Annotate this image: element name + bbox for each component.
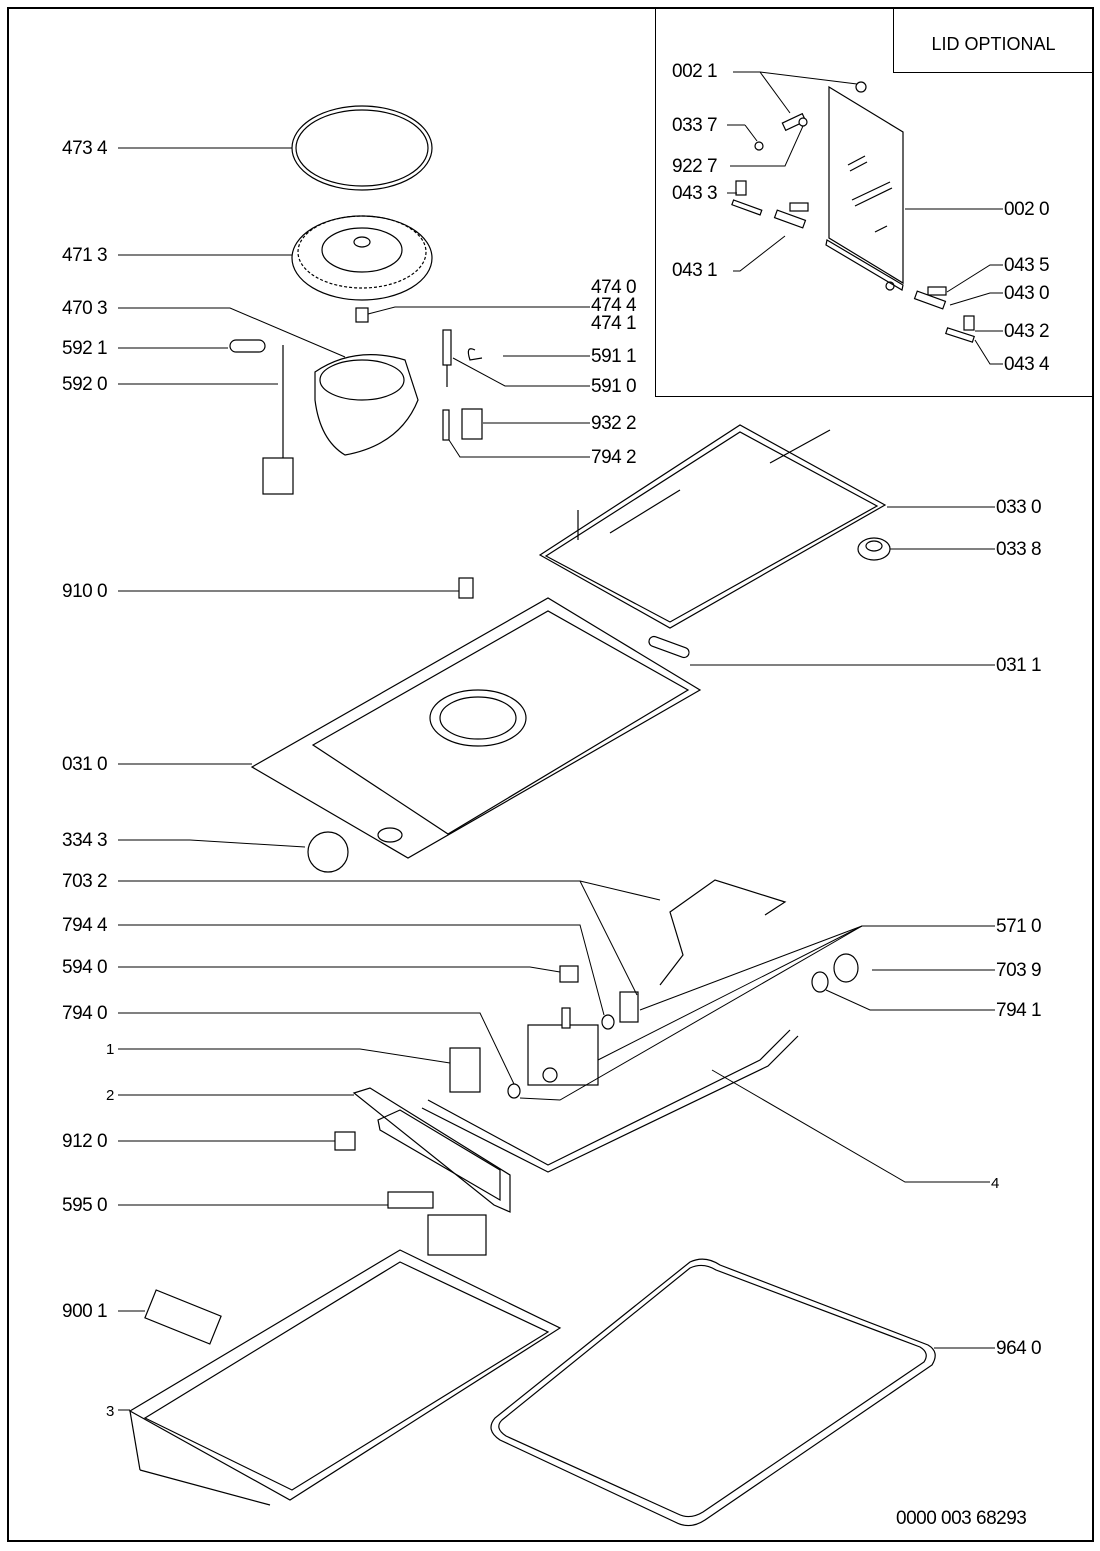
part-label-2: 2 xyxy=(106,1087,114,1104)
bottom-tray-part xyxy=(128,1249,562,1506)
part-label-471-3: 471 3 xyxy=(62,245,108,266)
part-label-031-1: 031 1 xyxy=(996,655,1042,676)
hob-top-plate-part xyxy=(250,597,702,859)
part-label-043-0: 043 0 xyxy=(1004,283,1050,304)
part-label-1: 1 xyxy=(106,1041,114,1058)
part-label-794-1: 794 1 xyxy=(996,1000,1042,1021)
part-label-474-0: 474 0 xyxy=(591,277,637,298)
part-label-591-0: 591 0 xyxy=(591,376,637,397)
part-label-002-1: 002 1 xyxy=(672,61,718,82)
control-knob-part xyxy=(307,831,349,873)
part-label-900-1: 900 1 xyxy=(62,1301,108,1322)
thermocouple-part xyxy=(229,339,294,495)
part-label-910-0: 910 0 xyxy=(62,581,108,602)
lid-hinge-parts xyxy=(731,81,975,343)
part-label-043-2: 043 2 xyxy=(1004,321,1050,342)
part-label-031-0: 031 0 xyxy=(62,754,108,775)
part-label-591-1: 591 1 xyxy=(591,346,637,367)
burner-cap-part xyxy=(291,105,433,191)
lid-optional-title-box xyxy=(893,7,1094,73)
gas-inlet-pipe-part xyxy=(421,1029,799,1173)
gas-pipe-part xyxy=(659,879,787,986)
part-label-794-2: 794 2 xyxy=(591,447,637,468)
part-label-912-0: 912 0 xyxy=(62,1131,108,1152)
part-label-043-4: 043 4 xyxy=(1004,354,1050,375)
ignition-electrode-part xyxy=(442,329,483,441)
document-number: 0000 003 68293 xyxy=(896,1508,1027,1529)
part-label-4: 4 xyxy=(991,1175,999,1192)
part-label-594-0: 594 0 xyxy=(62,957,108,978)
burner-injector-part xyxy=(355,307,369,323)
part-label-043-1: 043 1 xyxy=(672,260,718,281)
ignition-module-part xyxy=(387,1191,487,1256)
part-label-3: 3 xyxy=(106,1403,114,1420)
screw-part xyxy=(458,577,474,599)
part-label-470-3: 470 3 xyxy=(62,298,108,319)
part-label-474-1: 474 1 xyxy=(591,313,637,334)
part-label-033-0: 033 0 xyxy=(996,497,1042,518)
gas-valve-part xyxy=(507,965,639,1099)
part-label-592-0: 592 0 xyxy=(62,374,108,395)
part-label-033-7: 033 7 xyxy=(672,115,718,136)
part-label-703-2: 703 2 xyxy=(62,871,108,892)
part-label-703-9: 703 9 xyxy=(996,960,1042,981)
part-label-033-8: 033 8 xyxy=(996,539,1042,560)
part-label-932-2: 932 2 xyxy=(591,413,637,434)
drawing-frame xyxy=(7,7,1094,1542)
sealing-gasket-part xyxy=(490,1258,936,1527)
part-label-474-4: 474 4 xyxy=(591,295,637,316)
leader-lines xyxy=(118,71,1003,1411)
burner-crown-part xyxy=(291,215,433,301)
part-label-964-0: 964 0 xyxy=(996,1338,1042,1359)
part-label-794-4: 794 4 xyxy=(62,915,108,936)
burner-base-part xyxy=(314,354,419,456)
part-label-043-5: 043 5 xyxy=(1004,255,1050,276)
glass-lid-part xyxy=(825,85,904,291)
lid-optional-panel xyxy=(655,7,1094,397)
lid-optional-title: LID OPTIONAL xyxy=(931,34,1056,54)
part-label-002-0: 002 0 xyxy=(1004,199,1050,220)
pan-support-foot-part xyxy=(857,537,891,561)
bracket-part xyxy=(449,1047,481,1093)
screw-912-part xyxy=(334,1131,356,1151)
part-label-592-1: 592 1 xyxy=(62,338,108,359)
part-label-473-4: 473 4 xyxy=(62,138,108,159)
part-label-043-3: 043 3 xyxy=(672,183,718,204)
part-label-571-0: 571 0 xyxy=(996,916,1042,937)
part-label-794-0: 794 0 xyxy=(62,1003,108,1024)
part-label-922-7: 922 7 xyxy=(672,156,718,177)
part-label-595-0: 595 0 xyxy=(62,1195,108,1216)
clamp-part xyxy=(144,1289,222,1345)
part-label-334-3: 334 3 xyxy=(62,830,108,851)
elbow-fitting-part xyxy=(811,953,859,993)
pan-support-part xyxy=(538,424,887,629)
rail-part xyxy=(352,1087,511,1213)
